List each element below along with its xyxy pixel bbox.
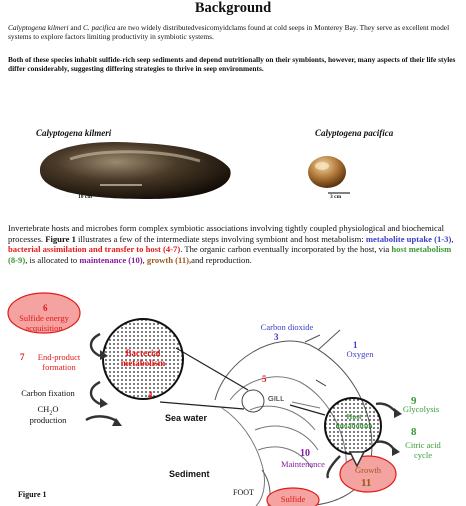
page-title: Background — [0, 0, 466, 17]
step-11-number: 11 — [361, 477, 371, 489]
species-name-kilmeri: Calyptogena kilmeri — [8, 23, 69, 32]
assimilation-text: bacterial assimilation and transfer to h… — [8, 244, 180, 254]
pacifica-scale: 3 cm — [330, 194, 341, 200]
step-3-number: 3 — [274, 332, 279, 342]
gill-label: GILL — [268, 394, 284, 403]
sulfide-label: Sulfide — [268, 494, 318, 504]
oxygen-label: Oxygen — [330, 349, 390, 359]
body-sep-1: , — [451, 234, 453, 244]
kilmeri-scale: 10 cm — [78, 194, 92, 200]
glycolysis-label: Glycolysis — [394, 404, 448, 414]
sediment-label: Sediment — [169, 469, 210, 479]
body-text-2: illustrates a few of the intermediate st… — [78, 234, 366, 244]
body-text-5: and reproduction. — [191, 255, 252, 265]
foot-label: FOOT — [233, 488, 254, 497]
kilmeri-shell — [40, 142, 231, 199]
step-6-number: 6 — [43, 303, 48, 313]
intro-paragraph: Calyptogena kilmeri and C. pacifica are … — [8, 23, 458, 41]
step-8-number: 8 — [411, 426, 417, 438]
figure-caption: Figure 1 — [18, 490, 47, 499]
sulfide-energy-label: Sulfide energy acquisition — [8, 313, 80, 333]
ch2o-o: O — [52, 404, 58, 414]
growth-label: Growth — [340, 465, 396, 475]
end-product-label: End-product formation — [24, 352, 94, 372]
body-paragraph: Invertebrate hosts and microbes form com… — [8, 223, 460, 265]
production-label: production — [8, 415, 88, 425]
host-metabolism-label: Host metabolism — [330, 412, 378, 430]
citric-acid-label: Citric acid cycle — [396, 440, 450, 460]
body-text-3: . The organic carbon eventually incorpor… — [180, 244, 391, 254]
sea-water-label: Sea water — [165, 413, 207, 423]
carbon-dioxide-label: Carbon dioxide — [242, 322, 332, 332]
maintenance-label: Maintenance — [268, 459, 338, 469]
step-4-number: 4 — [148, 390, 153, 400]
intro-and: and — [70, 23, 81, 32]
uptake-text: metabolite uptake (1-3) — [366, 234, 451, 244]
figure-ref: Figure 1 — [45, 234, 76, 244]
species-name-pacifica: C. pacifica — [83, 23, 115, 32]
pacifica-shell — [308, 156, 346, 188]
step-10-number: 10 — [300, 448, 310, 459]
bacterial-metabolism-label: Bacterial metabolism — [112, 348, 174, 368]
body-text-4: , is allocated to — [25, 255, 79, 265]
step-5-number: 5 — [262, 374, 267, 384]
clam-photos — [30, 135, 450, 210]
growth-text: growth (11), — [147, 255, 191, 265]
carbon-fixation-label: Carbon fixation — [8, 388, 88, 398]
ch2o-ch: CH — [38, 404, 50, 414]
maintenance-text: maintenance (10) — [79, 255, 142, 265]
intro-bold-paragraph: Both of these species inhabit sulfide-ri… — [8, 55, 458, 73]
